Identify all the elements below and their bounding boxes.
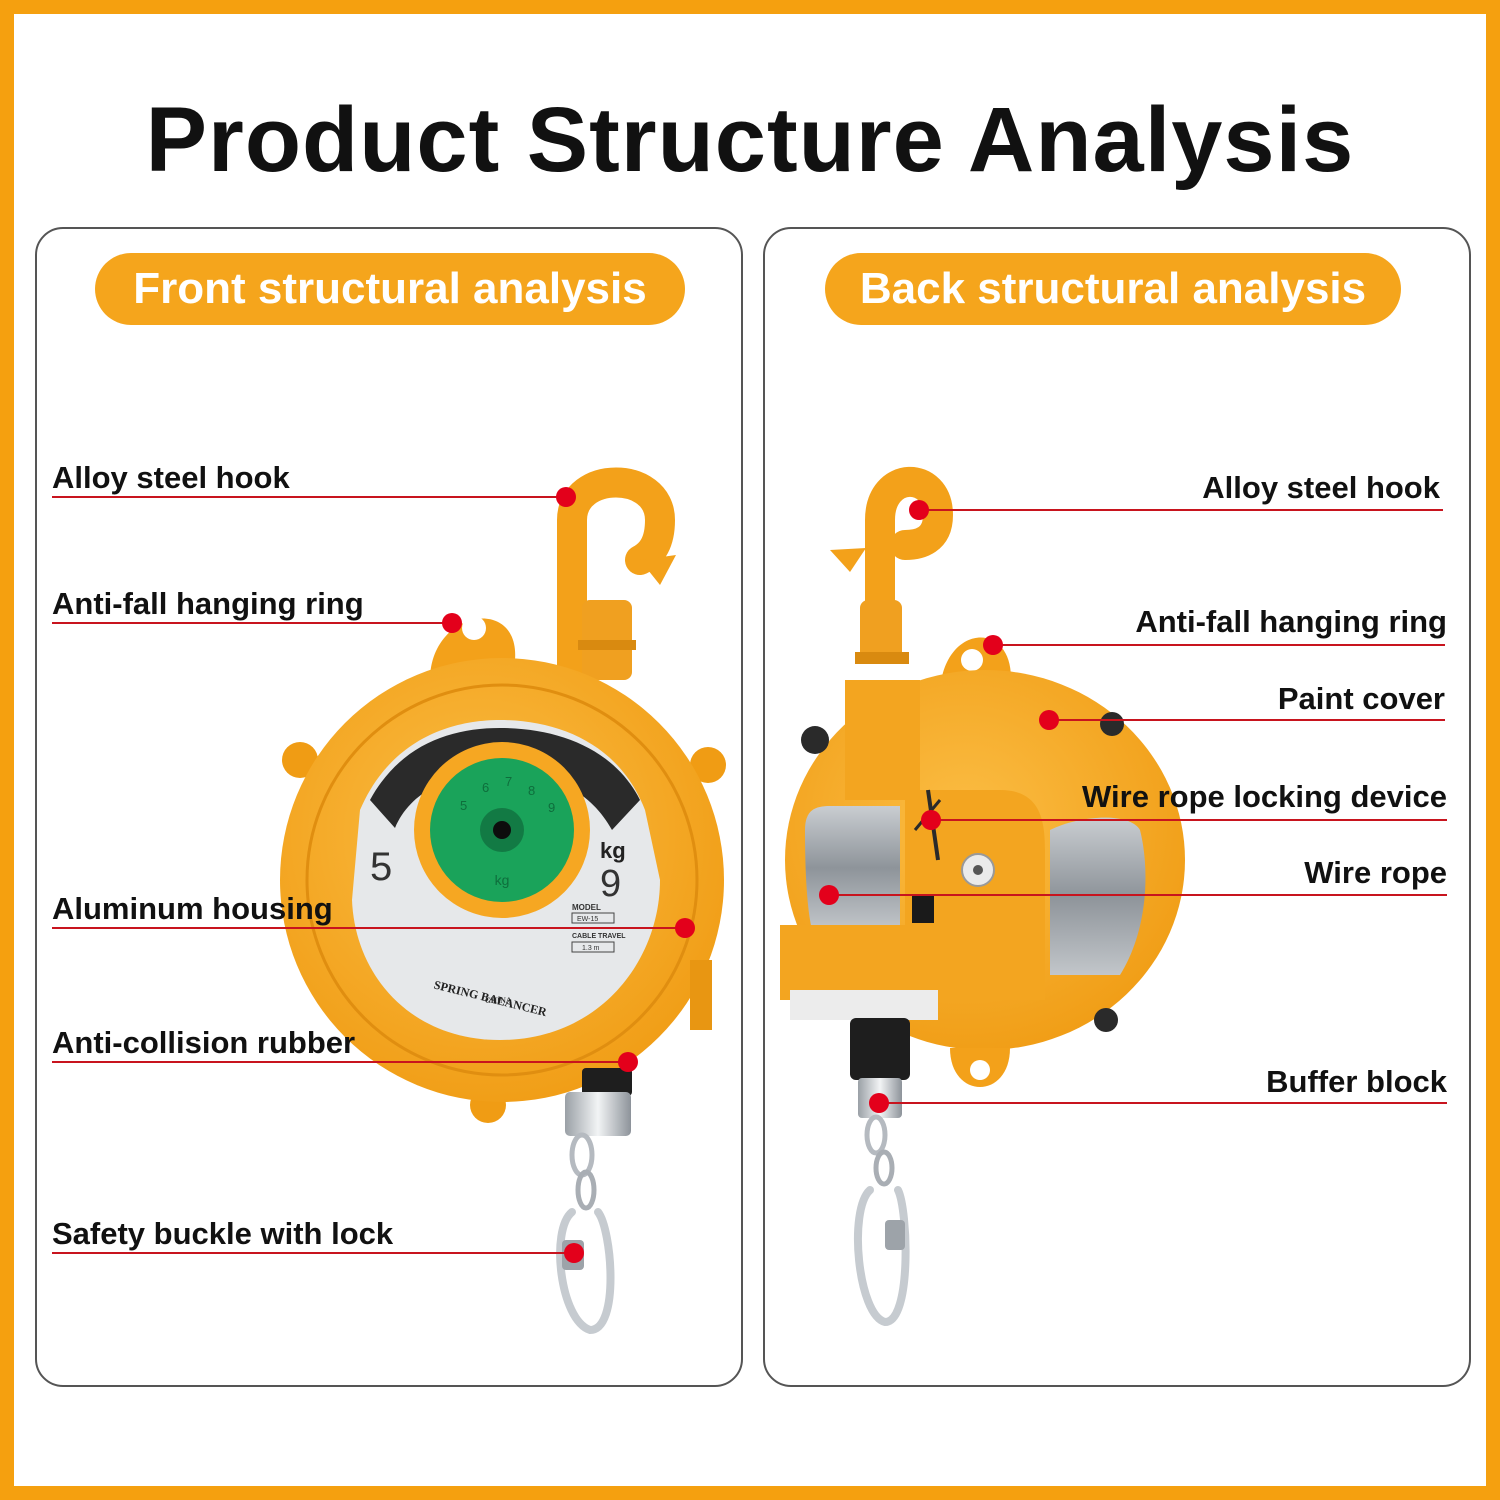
back-label-wire-rope-locking-device: Wire rope locking device	[1082, 779, 1447, 814]
back-markers	[819, 500, 1059, 1113]
front-hub-scale-tick: 5	[460, 798, 467, 813]
front-hook	[557, 467, 676, 697]
marker-dot	[921, 810, 941, 830]
marker-dot	[1039, 710, 1059, 730]
marker-dot	[819, 885, 839, 905]
back-wire-rope	[805, 806, 900, 930]
front-travel-value: 1.3 m	[582, 945, 600, 952]
front-dial-right-number: 9	[600, 863, 621, 905]
marker-dot	[618, 1052, 638, 1072]
front-hub-scale-tick: 9	[548, 800, 555, 815]
front-label-safety-buckle-with-lock: Safety buckle with lock	[52, 1216, 394, 1251]
marker-dot	[983, 635, 1003, 655]
page-title: Product Structure Analysis	[145, 89, 1355, 191]
front-label-anti-fall-hanging-ring: Anti-fall hanging ring	[52, 586, 364, 621]
back-heading: Back structural analysis	[859, 264, 1367, 313]
front-anti-collision-rubber	[582, 1068, 632, 1096]
marker-dot	[909, 500, 929, 520]
marker-dot	[675, 918, 695, 938]
front-label-anti-collision-rubber: Anti-collision rubber	[52, 1025, 356, 1060]
front-leader-lines	[52, 496, 685, 1254]
front-hub-scale-tick: 7	[505, 774, 512, 789]
front-hub-scale-tick: 6	[482, 780, 489, 795]
front-safety-buckle	[556, 1132, 615, 1335]
marker-dot	[564, 1243, 584, 1263]
marker-dot	[556, 487, 576, 507]
back-heading-pill: Back structural analysis	[825, 253, 1401, 325]
back-label-paint-cover: Paint cover	[1277, 681, 1445, 716]
back-label-anti-fall-hanging-ring: Anti-fall hanging ring	[1135, 604, 1447, 639]
back-safety-buckle	[853, 1114, 910, 1327]
front-hub-unit: kg	[495, 872, 510, 888]
back-label-buffer-block: Buffer block	[1266, 1064, 1447, 1099]
front-heading: Front structural analysis	[133, 264, 647, 313]
marker-dot	[442, 613, 462, 633]
front-model-value: EW-15	[577, 916, 598, 923]
back-label-wire-rope: Wire rope	[1304, 855, 1447, 890]
front-label-alloy-steel-hook: Alloy steel hook	[52, 460, 290, 495]
back-label-alloy-steel-hook: Alloy steel hook	[1202, 470, 1440, 505]
front-label-aluminum-housing: Aluminum housing	[52, 891, 333, 926]
front-country-mark: CHINA	[485, 996, 512, 1005]
front-dial-left-number: 5	[370, 845, 392, 889]
front-hub-scale-tick: 8	[528, 783, 535, 798]
back-balancer	[780, 466, 1185, 1327]
front-markers	[442, 487, 695, 1263]
back-hook	[830, 466, 954, 664]
marker-dot	[869, 1093, 889, 1113]
back-buffer-block	[850, 1018, 910, 1080]
front-travel-label: CABLE TRAVEL	[572, 933, 626, 940]
front-balancer: kg 5 6 7 8 9 5 kg 9 MODEL EW-15 CABLE TR…	[280, 467, 726, 1335]
front-model-label: MODEL	[572, 903, 601, 912]
front-heading-pill: Front structural analysis	[95, 253, 685, 325]
back-leader-lines	[829, 509, 1447, 1104]
front-dial-unit: kg	[600, 838, 626, 863]
